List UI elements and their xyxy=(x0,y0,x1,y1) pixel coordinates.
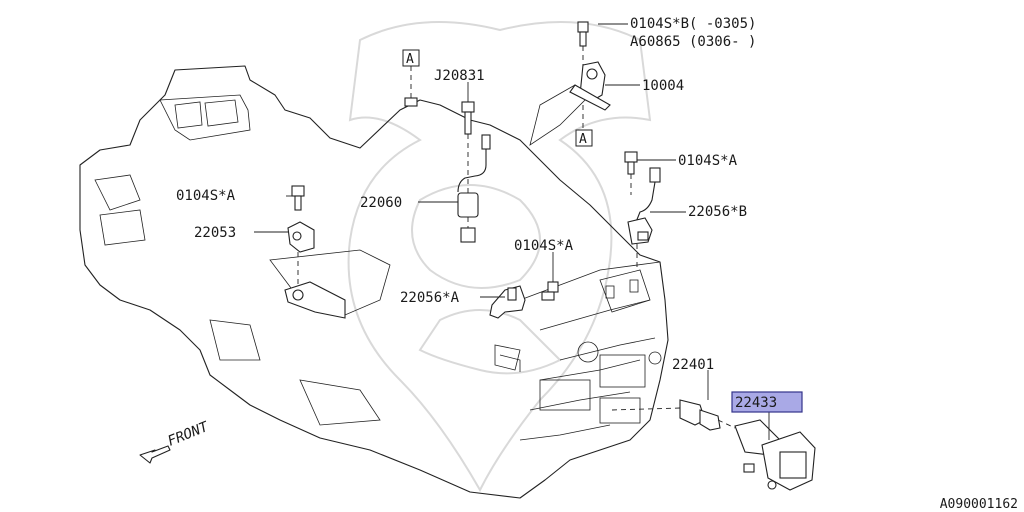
crank-sensor-22053 xyxy=(284,185,346,319)
label-bolt-a-left: 0104S*A xyxy=(176,188,236,204)
ignition-coil-22433 xyxy=(734,419,816,491)
engine-block xyxy=(79,65,669,499)
leaders xyxy=(254,23,770,440)
svg-text:A: A xyxy=(406,52,414,67)
ref-marker-a-top: A xyxy=(402,49,420,107)
label-bolt-j: J20831 xyxy=(434,68,485,84)
front-arrow: FRONT xyxy=(139,418,213,464)
sensor-22056-a xyxy=(489,281,559,319)
label-bolt-a-mid: 0104S*A xyxy=(514,238,574,254)
label-bracket: 10004 xyxy=(642,78,684,94)
label-crank-sensor: 22053 xyxy=(194,225,236,241)
label-sensor-b: 22056*B xyxy=(688,204,747,220)
label-bolt-a-top: 0104S*A xyxy=(678,153,738,169)
spark-plug-22401 xyxy=(611,399,736,431)
ref-marker-a-bracket xyxy=(575,129,593,147)
sensor-22056-b xyxy=(624,151,661,270)
front-label: FRONT xyxy=(166,418,213,449)
bracket-10004: A xyxy=(529,21,611,147)
label-ignition-coil-highlight[interactable]: 22433 xyxy=(731,391,803,413)
svg-text:A: A xyxy=(579,132,587,147)
label-cam-sensor: 22060 xyxy=(360,195,402,211)
label-bolt-b: 0104S*B( -0305) xyxy=(630,16,756,32)
label-spark-plug: 22401 xyxy=(672,357,714,373)
diagram-ref-code: A090001162 xyxy=(940,497,1018,512)
label-sensor-a: 22056*A xyxy=(400,290,460,306)
cam-sensor-22060 xyxy=(457,134,491,243)
label-ignition-coil[interactable]: 22433 xyxy=(735,395,777,411)
label-bolt-b-alt: A60865 (0306- ) xyxy=(630,34,756,50)
watermark-emblem xyxy=(347,21,652,493)
